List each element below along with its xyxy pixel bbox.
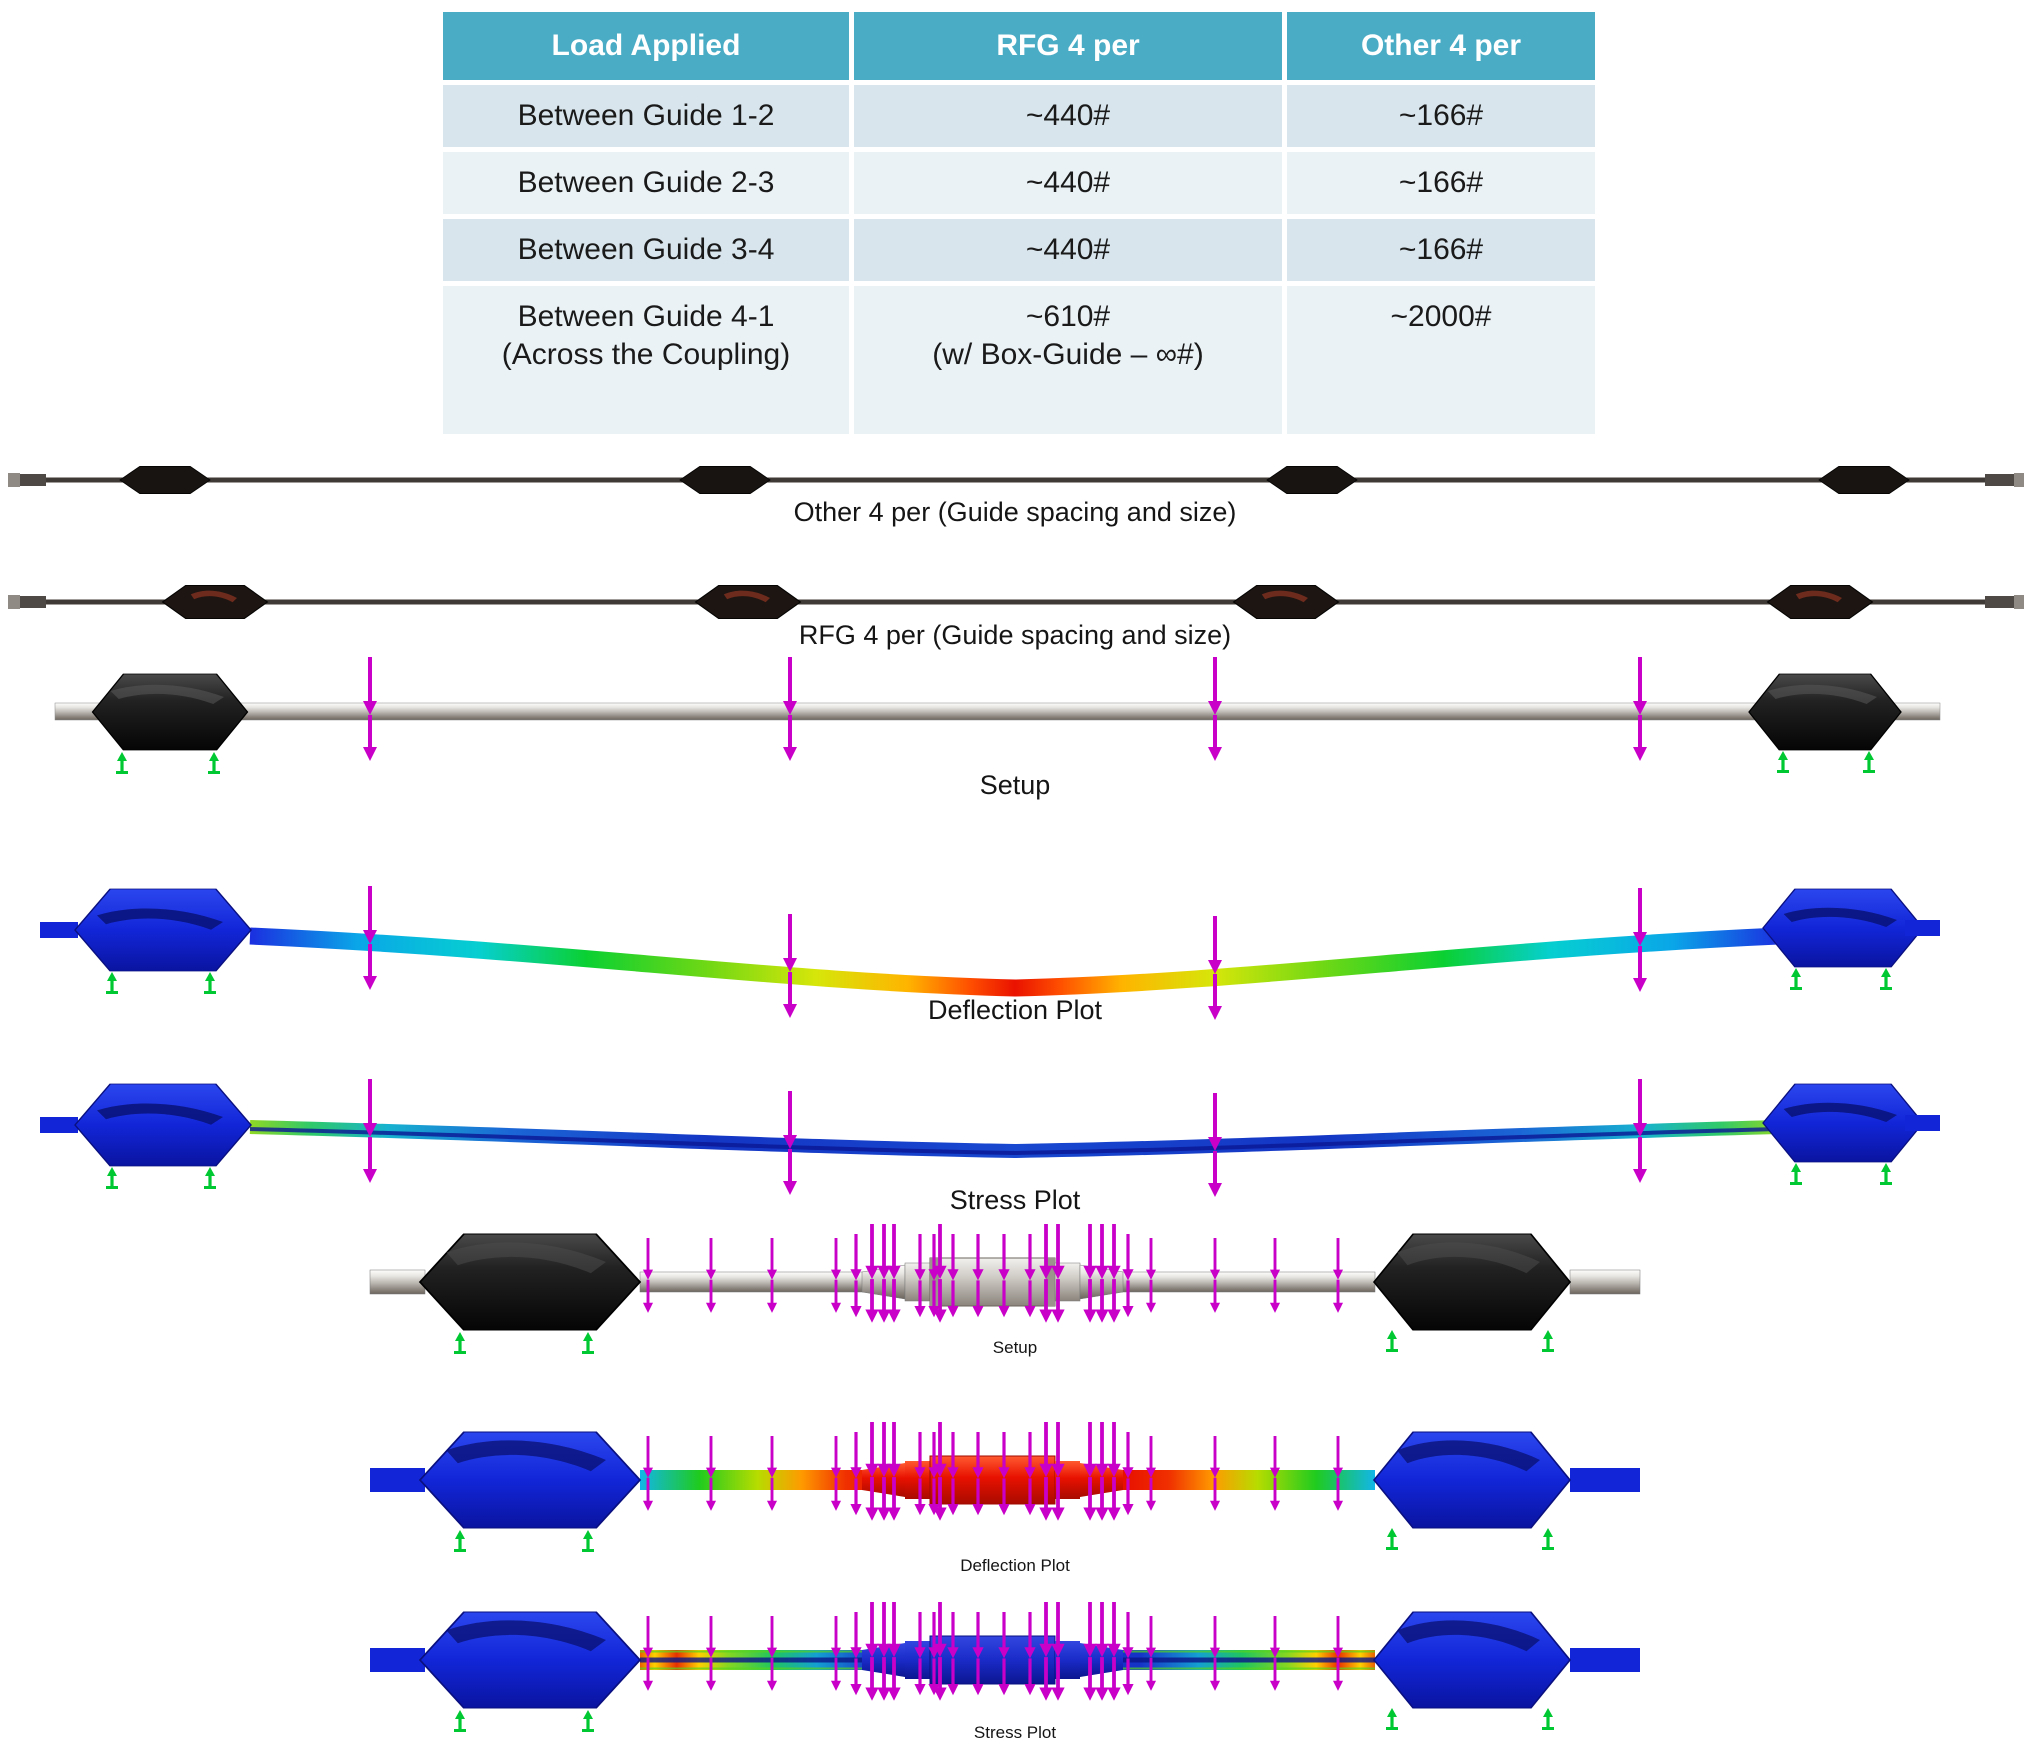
column-header-other-4-per: Other 4 per <box>1287 12 1595 80</box>
cell-rfg-guide-3-4: ~440# <box>854 219 1282 281</box>
deflection1-label: Deflection Plot <box>927 995 1103 1025</box>
deflection1-guide-icons <box>40 888 1940 972</box>
stress2-label: Stress Plot <box>973 1723 1057 1742</box>
stress1-label: Stress Plot <box>949 1185 1081 1215</box>
cell-rfg-guide-2-3: ~440# <box>854 152 1282 214</box>
other-4-per-rod-label: Other 4 per (Guide spacing and size) <box>793 497 1237 527</box>
stress1-figure <box>40 1077 1940 1199</box>
setup1-shaft <box>54 702 1941 721</box>
cell-load-guide-1-2: Between Guide 1-2 <box>443 85 849 147</box>
deflection2-figure <box>370 1420 1640 1552</box>
cell-other-guide-3-4: ~166# <box>1287 219 1595 281</box>
cell-rfg-guide-4-1-line2: (w/ Box-Guide – ∞#) <box>932 338 1204 371</box>
rod-shaft <box>8 595 2024 609</box>
setup1-label: Setup <box>979 770 1051 800</box>
cell-rfg-guide-4-1: ~610# (w/ Box-Guide – ∞#) <box>854 286 1282 434</box>
rfg-4-per-rod-figure <box>8 584 2024 620</box>
stress2-coupling <box>862 1635 1123 1685</box>
other-4-per-rod-figure <box>8 466 2024 494</box>
column-header-rfg-4-per: RFG 4 per <box>854 12 1282 80</box>
load-comparison-table: Load Applied RFG 4 per Other 4 per Betwe… <box>443 12 1595 434</box>
deflection1-figure <box>40 884 1940 1022</box>
column-header-load-applied: Load Applied <box>443 12 849 80</box>
cell-rfg-guide-1-2: ~440# <box>854 85 1282 147</box>
rfg-4-per-rod-label: RFG 4 per (Guide spacing and size) <box>798 620 1232 650</box>
cell-load-guide-2-3: Between Guide 2-3 <box>443 152 849 214</box>
cell-load-guide-4-1-line2: (Across the Coupling) <box>501 338 791 371</box>
cell-other-guide-1-2: ~166# <box>1287 85 1595 147</box>
stress1-shaft-core <box>249 1127 1781 1156</box>
cell-rfg-guide-4-1-line1: ~610# <box>1025 300 1111 333</box>
setup2-label: Setup <box>992 1338 1038 1357</box>
cell-other-guide-2-3: ~166# <box>1287 152 1595 214</box>
setup1-figure <box>54 655 1941 774</box>
setup2-coupling <box>861 1257 1124 1307</box>
fixture-arrow-icons <box>454 1528 1554 1552</box>
stress1-shaft <box>249 1120 1781 1159</box>
cell-load-guide-4-1-line1: Between Guide 4-1 <box>517 300 775 333</box>
stress1-guide-icons <box>40 1083 1940 1167</box>
stress2-figure <box>370 1600 1640 1732</box>
deflection2-coupling <box>862 1455 1123 1505</box>
cell-load-guide-4-1: Between Guide 4-1 (Across the Coupling) <box>443 286 849 434</box>
cell-load-guide-3-4: Between Guide 3-4 <box>443 219 849 281</box>
deflection1-shaft <box>249 927 1781 997</box>
cell-other-guide-4-1: ~2000# <box>1287 286 1595 434</box>
rod-shaft <box>8 473 2024 487</box>
setup2-figure <box>369 1222 1641 1354</box>
deflection2-label: Deflection Plot <box>960 1556 1070 1575</box>
